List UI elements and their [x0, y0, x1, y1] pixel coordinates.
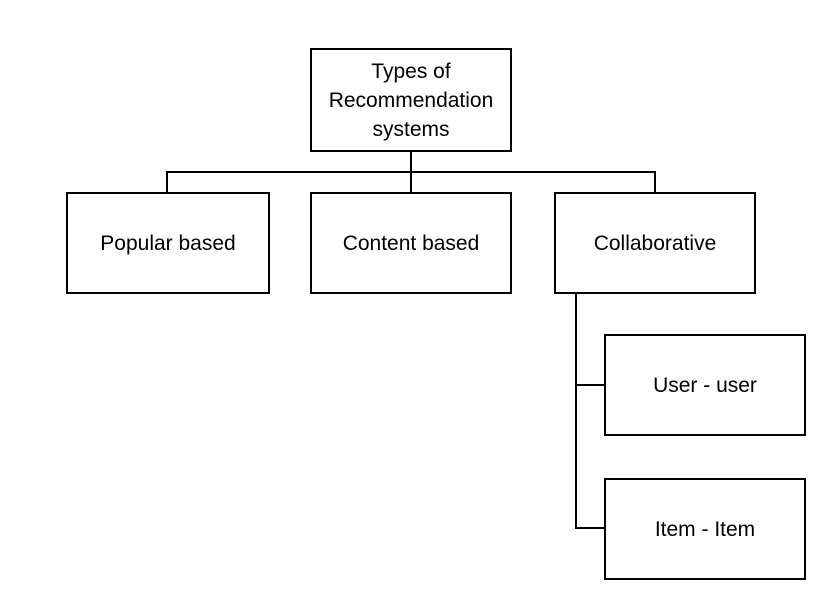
root-node: Types of Recommendation systems	[310, 48, 512, 152]
root-node-label: Types of Recommendation systems	[328, 59, 494, 141]
node-popular-based: Popular based	[66, 192, 270, 294]
node-collaborative-label: Collaborative	[593, 231, 717, 255]
node-user-user: User - user	[604, 334, 806, 436]
node-content-based: Content based	[310, 192, 512, 294]
node-item-item: Item - Item	[604, 478, 806, 580]
node-popular-based-label: Popular based	[100, 231, 236, 255]
node-collaborative: Collaborative	[554, 192, 756, 294]
node-item-item-label: Item - Item	[654, 517, 756, 541]
node-user-user-label: User - user	[653, 373, 757, 397]
node-content-based-label: Content based	[342, 231, 480, 255]
